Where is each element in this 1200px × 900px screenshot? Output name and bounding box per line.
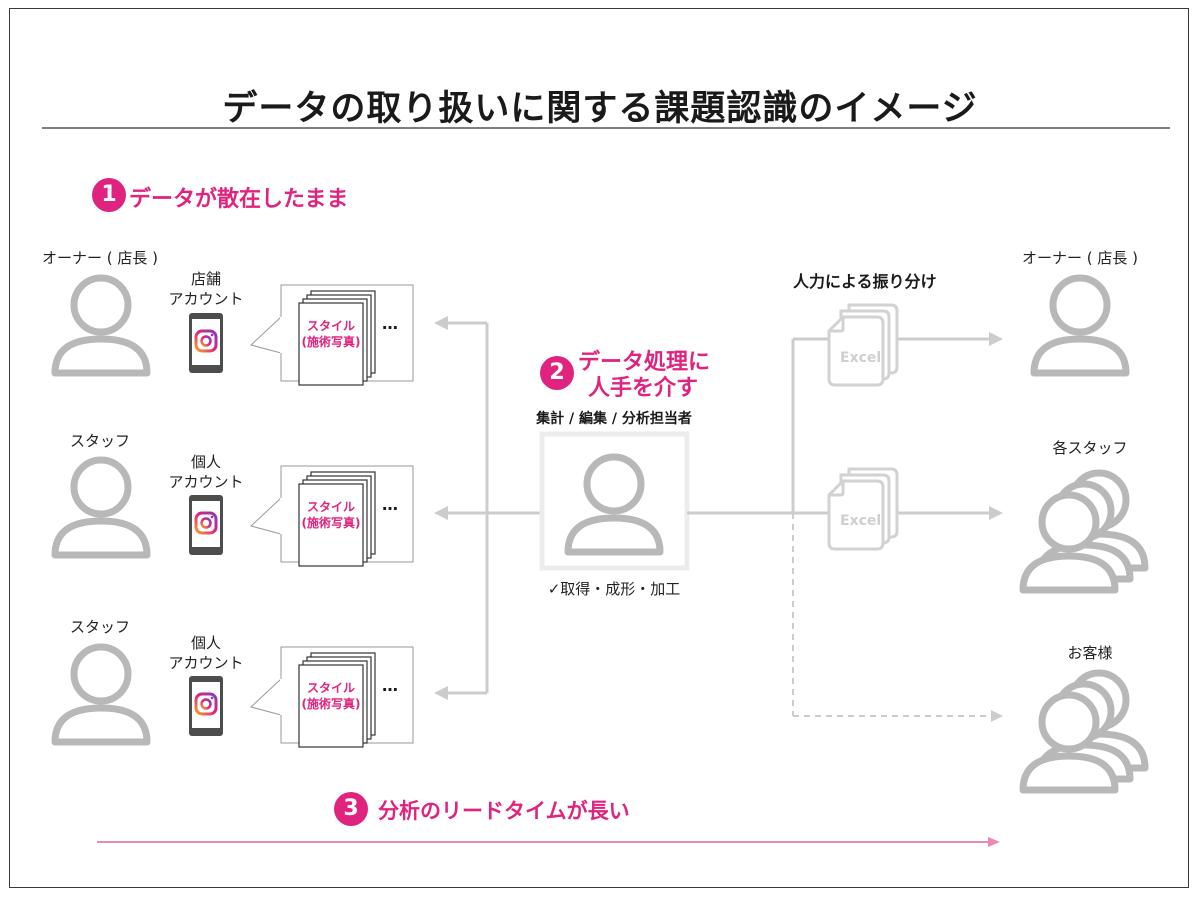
card-label-2: スタイル (施術写真): [299, 499, 363, 531]
issue-2-line1: データ処理に: [578, 350, 711, 375]
right-role-customers: お客様: [1067, 644, 1113, 662]
left-role-staff-2: スタッフ: [70, 618, 131, 636]
card-label-line2: (施術写真): [301, 697, 361, 711]
right-role-staff: 各スタッフ: [1052, 439, 1128, 457]
more-indicator: …: [382, 314, 398, 333]
person-icon: [55, 647, 147, 742]
excel-label: Excel: [840, 513, 882, 529]
card-label-line1: スタイル: [306, 500, 355, 514]
excel-file-icon: [827, 303, 899, 387]
card-label-line1: スタイル: [306, 681, 355, 695]
diagram-frame: [9, 8, 1189, 888]
center-role: 集計 / 編集 / 分析担当者: [536, 411, 692, 427]
card-label-line2: (施術写真): [301, 335, 361, 349]
right-role-owner: オーナー ( 店長 ): [1021, 249, 1138, 267]
manual-distribution-label: 人力による振り分け: [793, 272, 937, 291]
person-icon: [1034, 278, 1126, 373]
page-title: データの取り扱いに関する課題認識のイメージ: [222, 89, 978, 129]
account-label-3a: 個人: [190, 634, 221, 652]
person-icon: [55, 460, 147, 555]
group-icon: [1023, 673, 1145, 790]
more-indicator: …: [382, 676, 398, 695]
issue-badge-3: 3: [334, 792, 368, 826]
left-role-owner: オーナー ( 店長 ): [42, 249, 159, 267]
issue-badge-1: 1: [92, 178, 126, 212]
center-tasks: ✓取得・成形・加工: [547, 580, 681, 598]
account-label-2a: 個人: [190, 453, 221, 471]
smartphone-icon: [187, 674, 225, 738]
card-label-line2: (施術写真): [301, 516, 361, 530]
issue-2-line2: 人手を介す: [588, 376, 699, 401]
excel-label: Excel: [840, 350, 882, 366]
excel-file-icon: [827, 467, 899, 551]
issue-1-label: データが散在したまま: [129, 187, 349, 212]
group-icon: [1023, 473, 1145, 590]
card-label-line1: スタイル: [306, 319, 355, 333]
account-label-1a: 店舗: [190, 270, 221, 288]
account-label-3b: アカウント: [168, 654, 244, 672]
distribution-arrows-left: [446, 321, 542, 695]
issue-badge-2: 2: [540, 356, 574, 390]
account-label-1b: アカウント: [168, 290, 244, 308]
card-label-3: スタイル (施術写真): [299, 680, 363, 712]
card-label-1: スタイル (施術写真): [299, 318, 363, 350]
left-role-staff-1: スタッフ: [70, 432, 131, 450]
smartphone-icon: [187, 311, 225, 375]
issue-3-label: 分析のリードタイムが長い: [378, 799, 630, 823]
person-icon: [55, 278, 147, 373]
account-label-2b: アカウント: [168, 473, 244, 491]
more-indicator: …: [382, 495, 398, 514]
smartphone-icon: [187, 493, 225, 557]
